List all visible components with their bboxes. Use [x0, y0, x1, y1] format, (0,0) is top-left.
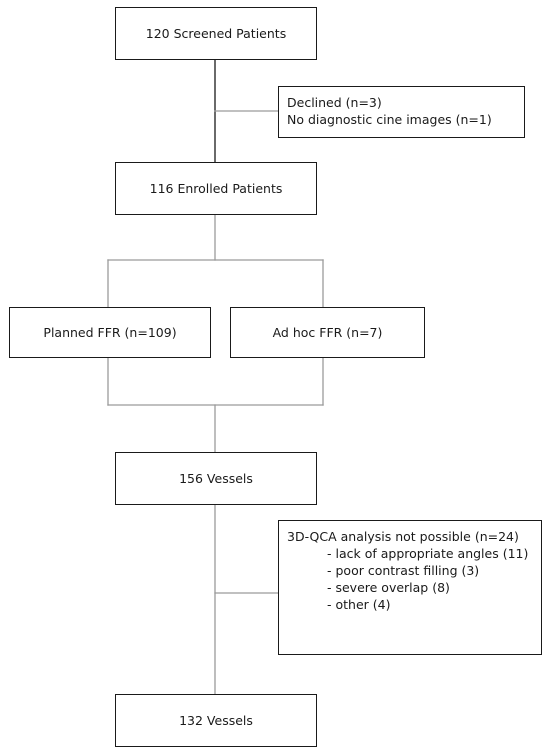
adhoc-ffr-label: Ad hoc FFR (n=7) [272, 325, 383, 340]
exclusion-reason-contrast: - poor contrast filling (3) [327, 563, 480, 578]
enrolled-patients-box: 116 Enrolled Patients [115, 162, 317, 215]
vessels-final-label: 132 Vessels [179, 713, 253, 728]
exclusion-qca-title: 3D-QCA analysis not possible (n=24) [287, 529, 519, 544]
exclusion-box-enrollment: Declined (n=3) No diagnostic cine images… [278, 86, 525, 138]
exclusion-reason-angles: - lack of appropriate angles (11) [327, 546, 529, 561]
vessels-total-box: 156 Vessels [115, 452, 317, 505]
adhoc-ffr-box: Ad hoc FFR (n=7) [230, 307, 425, 358]
enrolled-patients-label: 116 Enrolled Patients [149, 181, 283, 196]
exclusion-declined: Declined (n=3) [287, 95, 382, 110]
planned-ffr-label: Planned FFR (n=109) [43, 325, 177, 340]
planned-ffr-box: Planned FFR (n=109) [9, 307, 211, 358]
exclusion-no-images: No diagnostic cine images (n=1) [287, 112, 492, 127]
exclusion-box-qca: 3D-QCA analysis not possible (n=24) - la… [278, 520, 542, 655]
screened-patients-box: 120 Screened Patients [115, 7, 317, 60]
screened-patients-label: 120 Screened Patients [145, 26, 287, 41]
exclusion-reason-other: - other (4) [327, 597, 391, 612]
exclusion-reason-overlap: - severe overlap (8) [327, 580, 450, 595]
vessels-final-box: 132 Vessels [115, 694, 317, 747]
vessels-total-label: 156 Vessels [179, 471, 253, 486]
